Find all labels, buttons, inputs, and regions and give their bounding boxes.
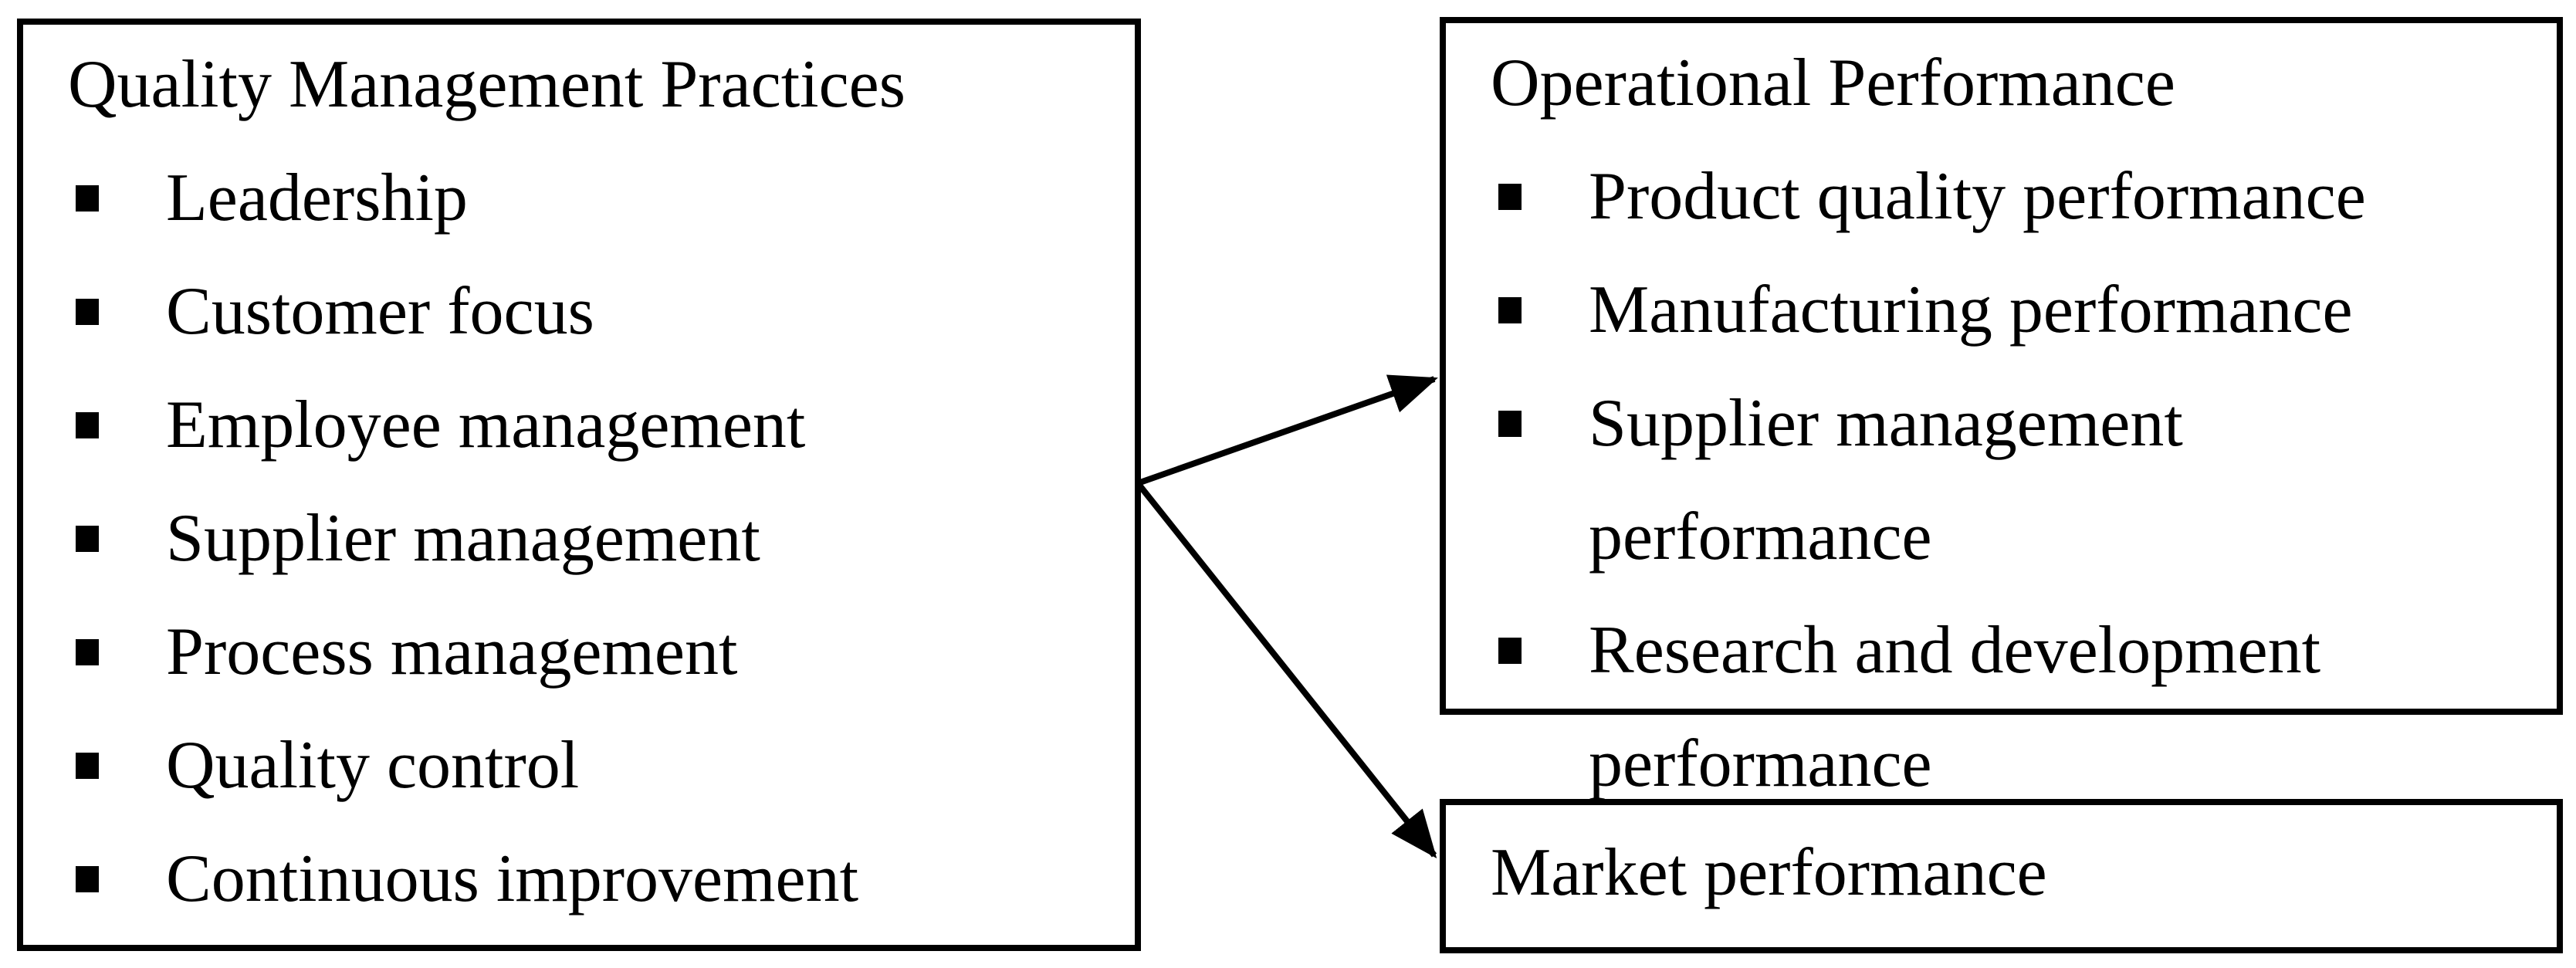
- bullet-square-icon: [76, 299, 99, 325]
- bullet-square-icon: [76, 753, 99, 779]
- list-item: Customer focus: [23, 255, 1135, 368]
- bullet-square-icon: [76, 412, 99, 438]
- bullet-square-icon: [1498, 184, 1522, 210]
- list-item: Process management: [23, 595, 1135, 709]
- arrow-to-market-performance: [1135, 481, 1437, 859]
- list-item-label: Product quality performance: [1589, 159, 2366, 234]
- list-item-label: Quality control: [166, 728, 580, 803]
- list-item: Continuous improvement: [23, 822, 1135, 936]
- list-item-label: Process management: [166, 614, 738, 689]
- list-item: Manufacturing performance: [1446, 253, 2557, 367]
- arrow-to-operational-performance: [1136, 374, 1438, 486]
- operational-performance-title: Operational Performance: [1491, 46, 2175, 120]
- market-performance-box: Market performance: [1440, 799, 2563, 953]
- list-item-label: Customer focus: [166, 274, 594, 349]
- list-item: Employee management: [23, 368, 1135, 482]
- list-item-label: Employee management: [166, 388, 806, 462]
- list-item-label: Continuous improvement: [166, 841, 859, 916]
- quality-management-practices-box: Quality Management Practices Leadership …: [17, 19, 1141, 951]
- list-item: Supplier management: [23, 482, 1135, 595]
- list-item-label: Research and development performance: [1589, 613, 2321, 801]
- list-item: Quality control: [23, 709, 1135, 822]
- list-item-label: Supplier management: [166, 501, 760, 576]
- list-item: Leadership: [23, 141, 1135, 255]
- market-performance-title: Market performance: [1491, 835, 2047, 910]
- list-item: Product quality performance: [1446, 140, 2557, 253]
- bullet-square-icon: [76, 526, 99, 552]
- list-item-label: Manufacturing performance: [1589, 272, 2353, 347]
- bullet-square-icon: [76, 866, 99, 892]
- bullet-square-icon: [1498, 411, 1522, 437]
- bullet-square-icon: [1498, 638, 1522, 664]
- operational-performance-box: Operational Performance Product quality …: [1440, 17, 2563, 801]
- quality-management-practices-title: Quality Management Practices: [68, 47, 905, 122]
- list-item-label: Leadership: [166, 161, 468, 235]
- bullet-square-icon: [1498, 297, 1522, 323]
- bullet-square-icon: [76, 185, 99, 212]
- list-item: Research and development performance: [1446, 594, 2557, 821]
- bullet-square-icon: [76, 639, 99, 665]
- list-item-label: Supplier management performance: [1589, 386, 2183, 574]
- list-item: Supplier management performance: [1446, 367, 2557, 594]
